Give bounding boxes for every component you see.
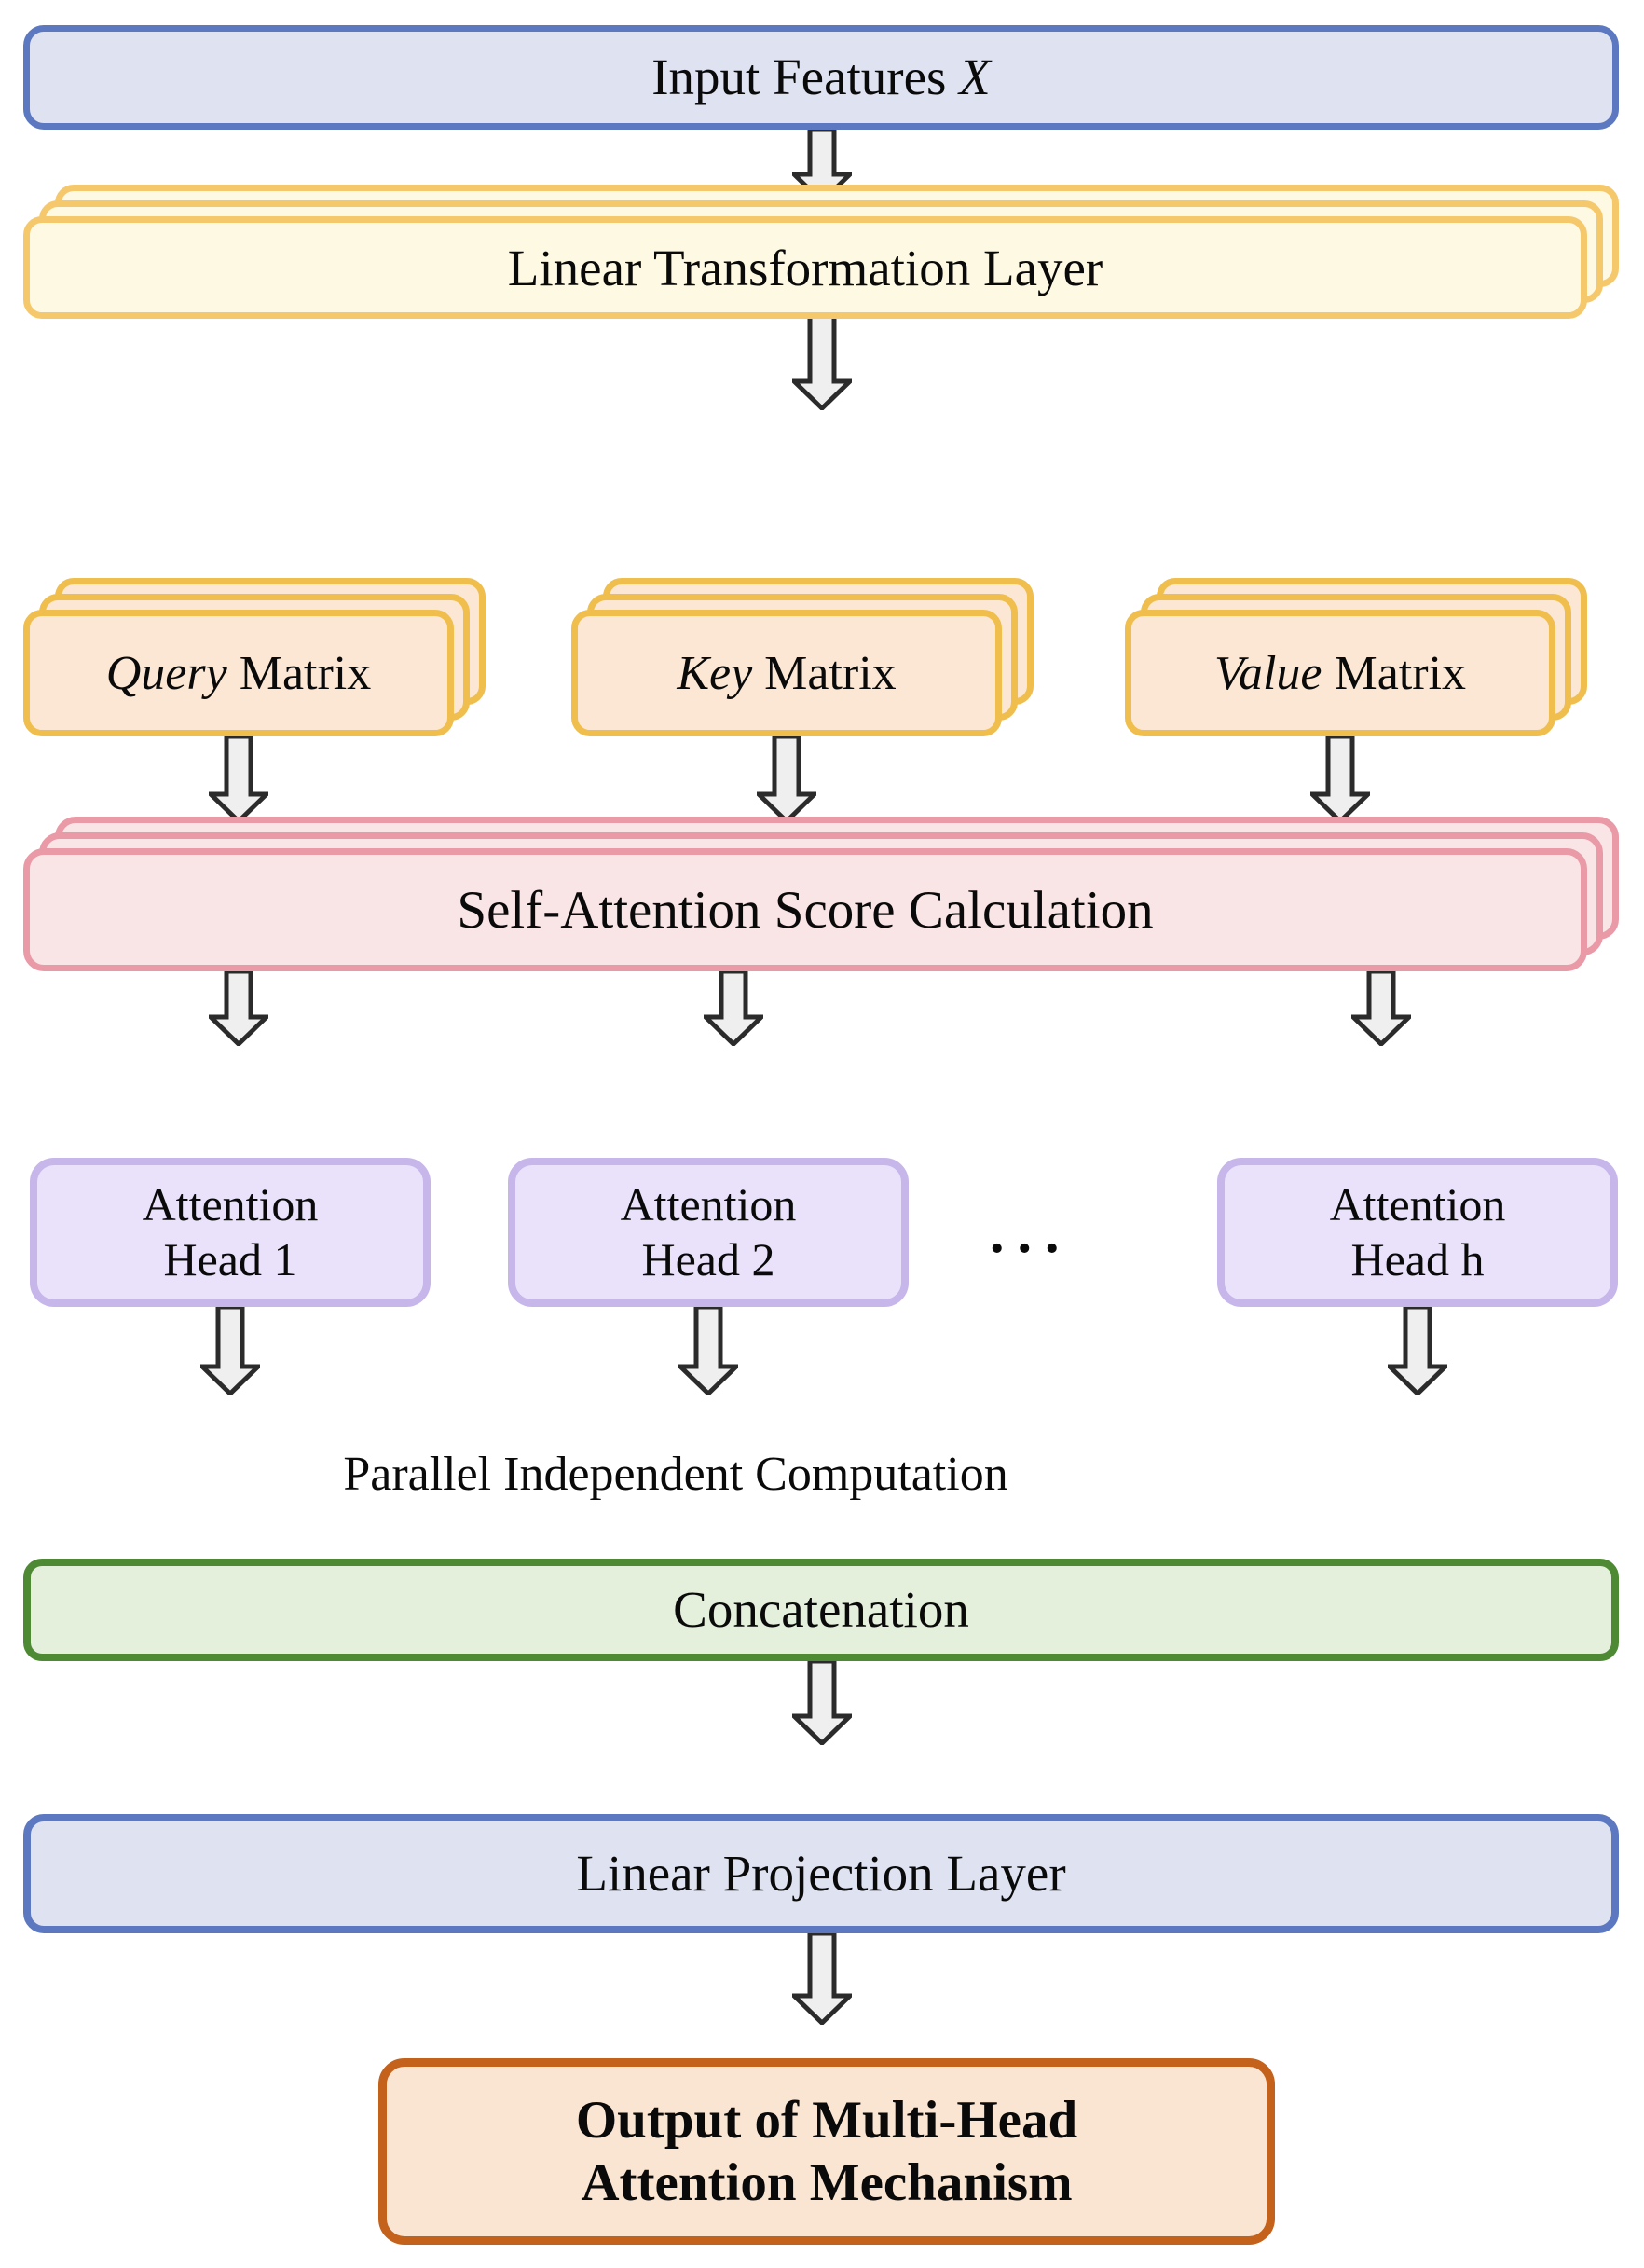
node-attention-head-2-line1: Attention [620,1178,797,1230]
node-attention-head-1-line2: Head 1 [163,1233,297,1285]
node-output-line2: Attention Mechanism [581,2153,1073,2212]
node-concatenation-label: Concatenation [673,1580,969,1638]
arrow-selfattention-to-head2 [704,971,763,1046]
node-attention-head-2-line2: Head 2 [641,1233,775,1285]
node-concatenation: Concatenation [23,1559,1619,1661]
node-attention-head-1-line1: Attention [142,1178,319,1230]
node-linear-transformation-label: Linear Transformation Layer [507,239,1103,296]
node-query-matrix: Query Matrix [23,610,454,736]
node-attention-head-h: Attention Head h [1217,1158,1618,1307]
node-output: Output of Multi-Head Attention Mechanism [378,2058,1275,2245]
node-input-features-label: Input Features X [651,48,991,105]
node-linear-transformation-stack: Linear Transformation Layer [23,185,1619,319]
node-key-matrix-label: Key Matrix [677,646,897,700]
arrow-selfattention-to-head1 [209,971,268,1046]
arrow-linear-to-qkv [792,313,852,410]
node-self-attention-label: Self-Attention Score Calculation [457,880,1154,940]
node-key-matrix: Key Matrix [571,610,1002,736]
node-query-matrix-stack: Query Matrix [23,578,517,736]
node-output-line1: Output of Multi-Head [575,2090,1078,2150]
node-value-matrix-label: Value Matrix [1213,646,1467,700]
arrow-selfattention-to-headh [1351,971,1411,1046]
arrow-query-to-selfattention [209,736,268,823]
arrow-concat-to-projection [792,1661,852,1745]
node-self-attention: Self-Attention Score Calculation [23,848,1587,971]
arrow-head1-down [200,1307,260,1395]
heads-ellipsis: ... [990,1202,1073,1265]
node-linear-projection-label: Linear Projection Layer [576,1844,1066,1902]
node-linear-transformation: Linear Transformation Layer [23,216,1587,319]
node-input-features: Input Features X [23,25,1619,130]
node-attention-head-1: Attention Head 1 [30,1158,431,1307]
node-value-matrix: Value Matrix [1125,610,1555,736]
arrow-head2-down [678,1307,738,1395]
node-attention-head-h-line1: Attention [1329,1178,1506,1230]
arrow-value-to-selfattention [1310,736,1370,823]
node-self-attention-stack: Self-Attention Score Calculation [23,817,1619,971]
node-value-matrix-stack: Value Matrix [1125,578,1619,736]
node-attention-head-2: Attention Head 2 [508,1158,909,1307]
parallel-computation-note: Parallel Independent Computation [343,1448,1008,1501]
arrow-key-to-selfattention [757,736,816,823]
arrow-headh-down [1388,1307,1447,1395]
node-attention-head-h-line2: Head h [1350,1233,1485,1285]
node-key-matrix-stack: Key Matrix [571,578,1065,736]
arrow-projection-to-output [792,1933,852,2025]
node-query-matrix-label: Query Matrix [105,646,372,700]
node-linear-projection: Linear Projection Layer [23,1814,1619,1933]
